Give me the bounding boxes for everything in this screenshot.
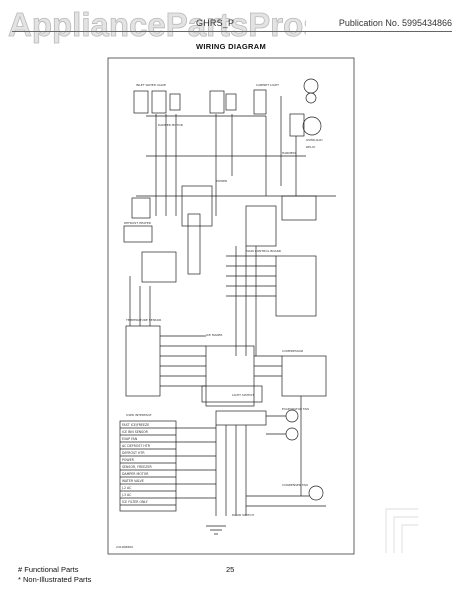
diagram-label: COMPRESSOR: [282, 349, 303, 353]
connector-block: [141, 251, 177, 283]
relay-block: [275, 255, 317, 317]
connector-block: [125, 325, 161, 397]
compressor-symbol: [302, 116, 322, 136]
diagram-label: DEFROST HEATER: [124, 221, 151, 225]
component-block: [151, 90, 167, 114]
parts-table: [119, 420, 177, 512]
non-illustrated-note: * Non-Illustrated Parts: [18, 575, 92, 584]
component-block: [133, 90, 149, 114]
svg-text:FAST ICE/FREEZE: FAST ICE/FREEZE: [122, 423, 149, 427]
page-number: 25: [226, 565, 235, 574]
svg-text:ICE MAKER: ICE MAKER: [206, 333, 222, 337]
svg-text:RELAY: RELAY: [306, 145, 316, 149]
diagram-label: CONDENSER FAN: [282, 483, 308, 487]
component-block: [123, 225, 153, 243]
diagram-label: HARNESS: [282, 151, 296, 155]
svg-text:ICE BIN SENSOR: ICE BIN SENSOR: [122, 430, 149, 434]
diagram-label: EVAPORATOR FAN: [282, 407, 309, 411]
component-block: [281, 355, 327, 397]
svg-text:ICE FILTER ONLY: ICE FILTER ONLY: [122, 500, 148, 504]
diagram-label: INLET WATER VALVE: [136, 83, 166, 87]
connector-block: [201, 385, 263, 403]
component-block: [169, 93, 181, 111]
footer-legend: # Functional Parts * Non-Illustrated Par…: [18, 565, 91, 585]
diagram-frame: [107, 57, 355, 555]
corner-mark: [385, 508, 418, 553]
svg-text:AC DEFROST HTR: AC DEFROST HTR: [122, 444, 151, 448]
relay-block: [289, 113, 305, 137]
svg-text:SENSOR, FREEZER: SENSOR, FREEZER: [122, 465, 152, 469]
component-block: [225, 93, 237, 111]
svg-text:WATER VALVE: WATER VALVE: [122, 479, 144, 483]
component-block: [281, 195, 317, 221]
watermark-logo: AppliancePartsPros.com: [8, 6, 306, 43]
component-block: [131, 197, 151, 219]
main-control-board: [205, 345, 255, 407]
connector-block: [215, 410, 267, 426]
motor-symbol: [305, 92, 317, 104]
component-block: [209, 90, 225, 114]
svg-text:USER INTERFACE: USER INTERFACE: [126, 413, 152, 417]
svg-text:DEFROST HTR: DEFROST HTR: [122, 451, 145, 455]
svg-text:DAMPER MOTOR: DAMPER MOTOR: [122, 472, 149, 476]
diagram-part-code: 241908600: [116, 545, 133, 549]
model-number: GHRS_P: [196, 18, 235, 28]
condenser-fan-symbol: [308, 485, 324, 501]
wiring-diagram: INLET WATER VALVE CABINET LIGHT HARNESS …: [107, 57, 355, 555]
component-block: [253, 89, 267, 115]
motor-symbol: [303, 78, 319, 94]
svg-text:DOOR SWITCH: DOOR SWITCH: [232, 513, 254, 517]
publication-number: Publication No. 5995434866: [338, 18, 452, 28]
svg-text:OVERLOAD: OVERLOAD: [306, 138, 323, 142]
svg-text:TEMPERATURE SENSOR: TEMPERATURE SENSOR: [125, 318, 161, 322]
functional-parts-note: # Functional Parts: [18, 565, 79, 574]
diagram-label: MAIN CONTROL BOARD: [246, 249, 282, 253]
header-rule: [12, 31, 452, 32]
diagram-label: CABINET LIGHT: [256, 83, 279, 87]
svg-text:AppliancePartsPros.com: AppliancePartsPros.com: [8, 6, 306, 43]
component-block: [245, 205, 277, 247]
connector-block: [181, 185, 213, 227]
fan-motor-symbol: [285, 427, 299, 441]
page-title: WIRING DIAGRAM: [196, 42, 267, 51]
diagram-label: POWER: [216, 179, 227, 183]
svg-text:J-3 AC: J-3 AC: [121, 493, 132, 497]
svg-text:DAMPER MOTOR: DAMPER MOTOR: [158, 123, 183, 127]
svg-text:EVAP FAN: EVAP FAN: [122, 437, 138, 441]
connector-block: [187, 213, 201, 275]
svg-text:J-2 AC: J-2 AC: [121, 486, 132, 490]
fan-motor-symbol: [285, 409, 299, 423]
svg-text:LIGHT SWITCH: LIGHT SWITCH: [232, 393, 254, 397]
svg-text:POWER: POWER: [122, 458, 135, 462]
